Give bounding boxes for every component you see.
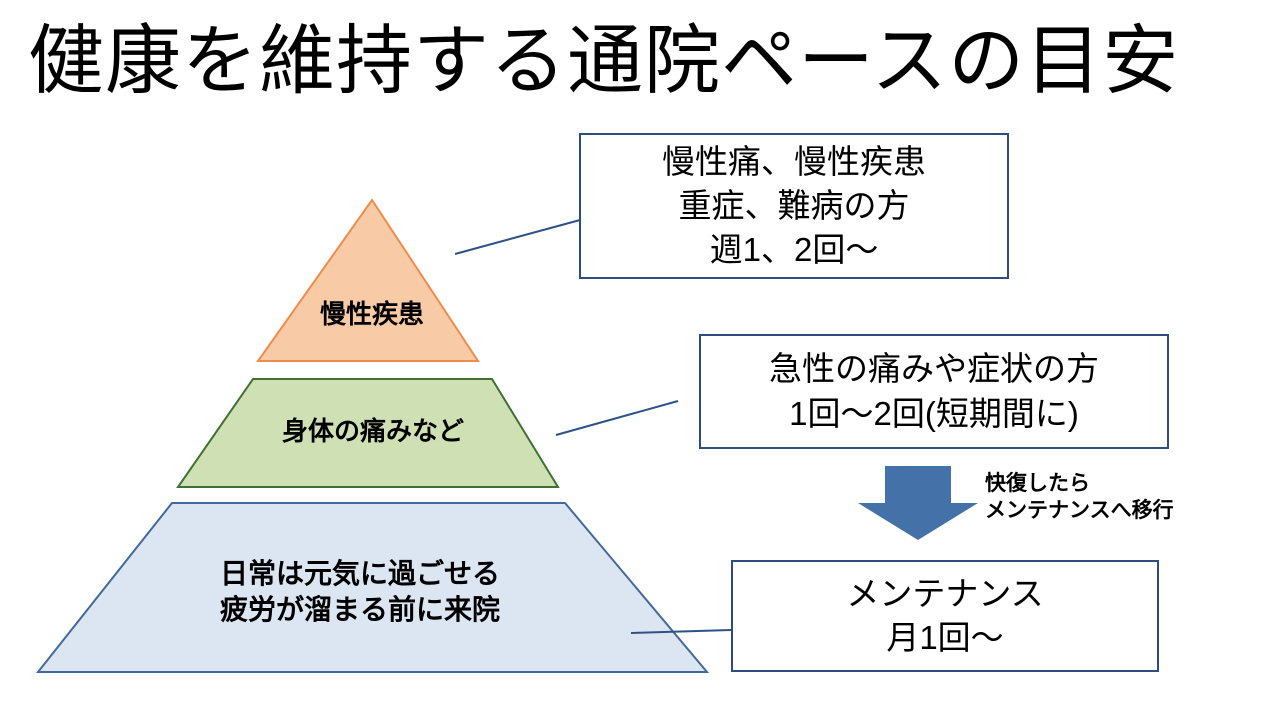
pyramid-tier-label-body-pain: 身体の痛みなど: [281, 416, 464, 446]
arrow-label-recovery: 快復したら メンテナンスへ移行: [985, 472, 1174, 523]
connector-line-acute: [555, 400, 679, 436]
connector-line-maintenance: [630, 629, 732, 634]
pyramid-tier-chronic-shape: [256, 198, 480, 362]
page-title: 健康を維持する通院ペースの目安: [28, 19, 1180, 105]
down-arrow-icon: [858, 466, 978, 540]
pyramid-tier-label-chronic: 慢性疾患: [319, 299, 424, 329]
connector-line-chronic: [454, 219, 581, 255]
pyramid-tier-body-pain-shape: [176, 378, 560, 488]
pyramid-tier-label-daily-wellness: 日常は元気に過ごせる 疲労が溜まる前に来院: [219, 558, 500, 625]
callout-box-acute: 急性の痛みや症状の方 1回〜2回(短期間に): [699, 334, 1169, 449]
callout-box-maintenance: メンテナンス 月1回〜: [731, 560, 1159, 672]
pyramid-tier-daily-wellness-shape: [35, 502, 710, 673]
callout-box-chronic: 慢性痛、慢性疾患 重症、難病の方 週1、2回〜: [579, 133, 1009, 279]
